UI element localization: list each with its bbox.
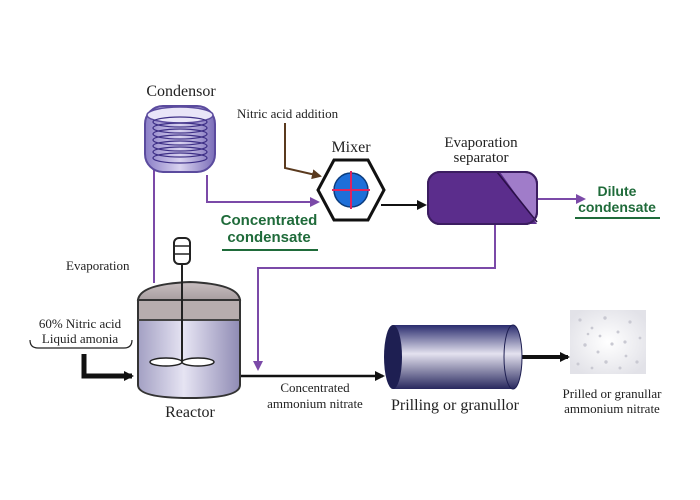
- separator-label-line2: separator: [454, 150, 509, 166]
- mixer: [316, 158, 386, 222]
- product-label-line2: ammonium nitrate: [564, 401, 660, 416]
- reactor: [136, 237, 242, 400]
- prilling-drum: [384, 324, 523, 390]
- condensor-label: Condensor: [146, 83, 216, 100]
- condensor-coil: [152, 116, 208, 164]
- concentrated-condensate-line: [206, 175, 320, 207]
- condensor: [144, 105, 216, 173]
- evaporation-separator: [427, 171, 538, 225]
- dilute-condensate-label-line2: condensate: [578, 199, 656, 215]
- evaporation-label: Evaporation: [66, 258, 130, 273]
- concentrated-condensate-label-line2: condensate: [227, 229, 310, 246]
- mixer-label: Mixer: [331, 139, 371, 156]
- concentrated-condensate-label-line1: Concentrated: [221, 212, 318, 229]
- dilute-condensate-label-line1: Dilute: [598, 183, 637, 199]
- concentrated-an-label-line2: ammonium nitrate: [267, 396, 363, 411]
- prilling-label: Prilling or granullor: [391, 397, 520, 414]
- feed-label-line1: 60% Nitric acid: [39, 316, 122, 331]
- granules-image: [570, 310, 646, 374]
- concentrated-an-label-line1: Concentrated: [280, 380, 350, 395]
- feed-line: [81, 354, 134, 381]
- reactor-label: Reactor: [165, 404, 215, 421]
- nitric-acid-line: [284, 123, 322, 180]
- product-label-line1: Prilled or granullar: [563, 386, 663, 401]
- agitator-motor: [173, 237, 191, 265]
- feed-label-line2: Liquid amonia: [42, 331, 118, 346]
- nitric-acid-addition-label: Nitric acid addition: [237, 106, 339, 121]
- separator-label-line1: Evaporation: [444, 135, 518, 151]
- agitator-impeller: [149, 357, 215, 367]
- separator-return-line: [253, 225, 496, 371]
- feed-bracket: [29, 339, 133, 349]
